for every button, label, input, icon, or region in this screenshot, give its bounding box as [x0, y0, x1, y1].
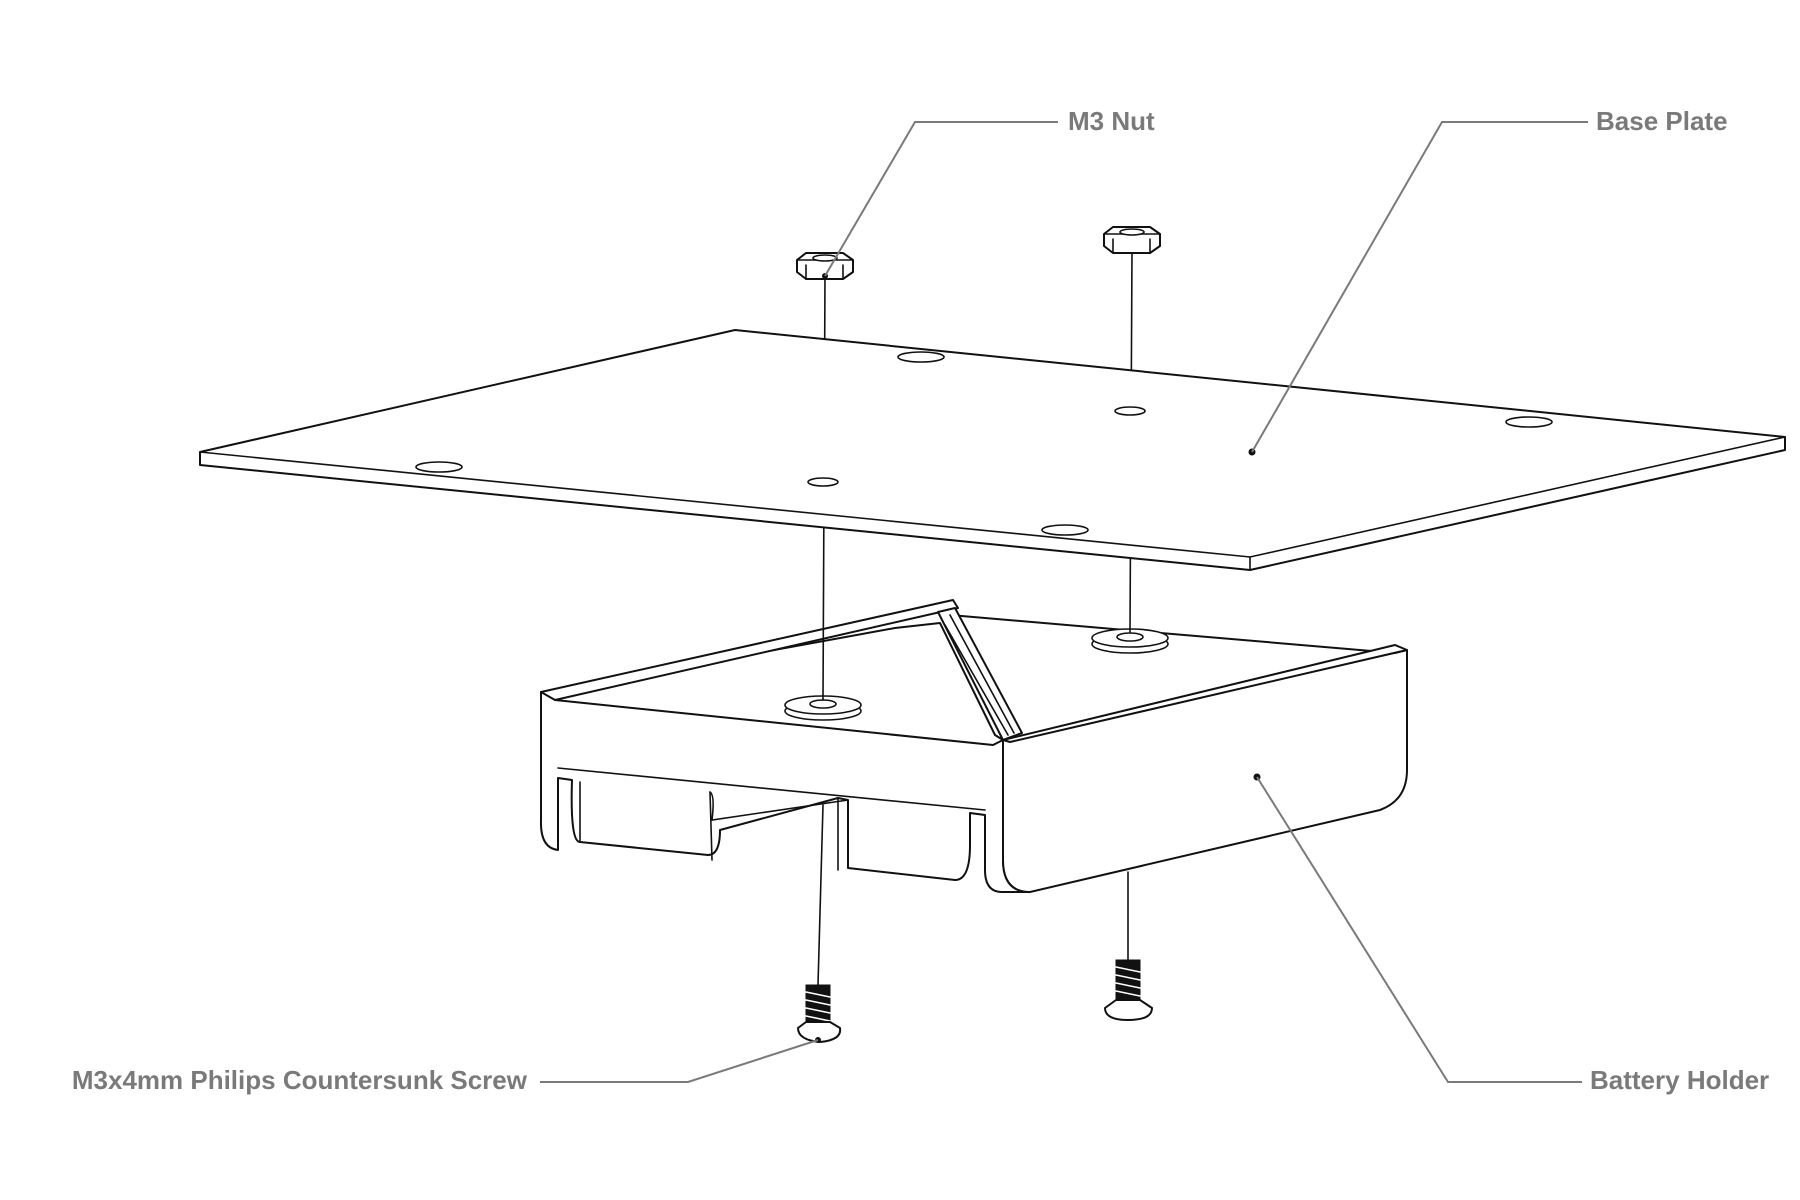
base-plate-hole [807, 477, 839, 487]
base-plate [199, 329, 1786, 571]
m3-nut-left [796, 252, 854, 280]
label-battery-holder: Battery Holder [1590, 1065, 1769, 1095]
callout-leaders [540, 121, 1588, 1083]
battery-holder [539, 599, 1408, 893]
countersunk-screw-left [797, 984, 842, 1043]
leader-m3-nut [824, 121, 1058, 277]
countersunk-screw-right [1104, 959, 1153, 1021]
base-plate-hole [897, 351, 945, 363]
label-m3-nut: M3 Nut [1068, 106, 1155, 136]
m3-nut-right [1103, 226, 1161, 254]
standoff-washer-right [1091, 628, 1169, 654]
leader-base-plate [1251, 121, 1588, 453]
base-plate-hole [1505, 416, 1553, 428]
base-plate-hole [415, 461, 463, 473]
label-screw: M3x4mm Philips Countersunk Screw [72, 1065, 528, 1095]
leader-battery-holder [1256, 776, 1582, 1083]
base-plate-hole [1041, 524, 1089, 536]
label-base-plate: Base Plate [1596, 106, 1728, 136]
leader-screw [540, 1039, 819, 1083]
base-plate-hole [1114, 406, 1146, 416]
